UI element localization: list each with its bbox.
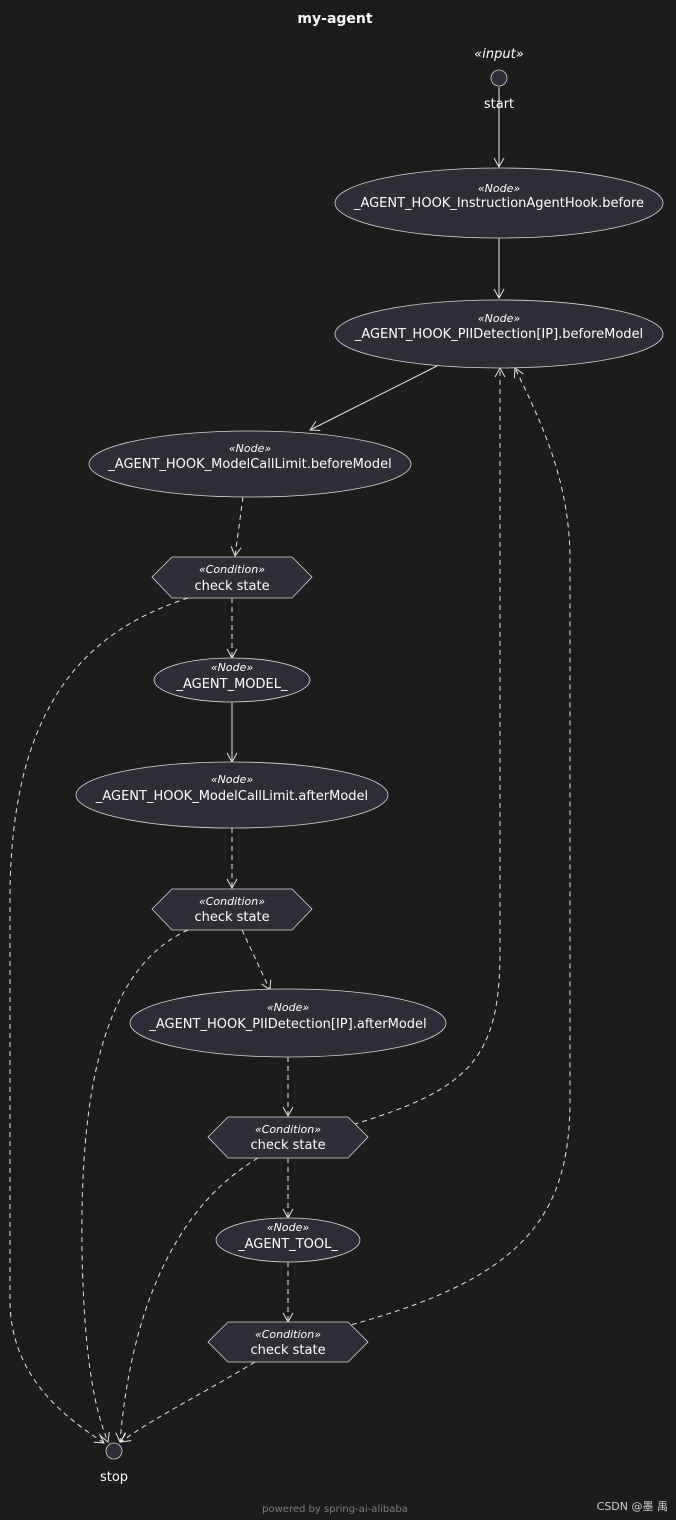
start-label: start <box>484 97 514 112</box>
edge-c2-to-n6 <box>241 929 272 991</box>
node-label: _AGENT_HOOK_ModelCallLimit.afterModel <box>95 789 368 804</box>
condition-stereotype: «Condition» <box>255 1123 321 1136</box>
node-stereotype: «Node» <box>211 661 253 674</box>
condition-c4: «Condition» check state <box>207 1321 369 1363</box>
condition-hexagon <box>151 888 313 931</box>
edge-c1-to-stop <box>9 597 189 1444</box>
condition-c2: «Condition» check state <box>151 888 313 931</box>
stop-circle <box>105 1442 123 1460</box>
node-n2: «Node» _AGENT_HOOK_PIIDetection[IP].befo… <box>334 299 664 369</box>
edge-c4-to-stop <box>120 1361 256 1443</box>
condition-label: check state <box>250 1138 325 1153</box>
condition-stereotype: «Condition» <box>255 1328 321 1341</box>
node-label: _AGENT_HOOK_PIIDetection[IP].beforeModel <box>354 327 643 342</box>
edge-c3-to-n2 <box>344 366 506 1128</box>
node-label: _AGENT_HOOK_ModelCallLimit.beforeModel <box>107 457 391 472</box>
edges <box>9 87 571 1444</box>
node-ellipse <box>75 761 389 829</box>
node-n5: «Node» _AGENT_HOOK_ModelCallLimit.afterM… <box>75 761 389 829</box>
node-ellipse <box>215 1217 361 1263</box>
node-ellipse <box>153 657 311 703</box>
condition-label: check state <box>194 579 269 594</box>
node-ellipse <box>88 430 412 498</box>
node-ellipse <box>334 299 664 369</box>
node-stereotype: «Node» <box>267 1001 309 1014</box>
start-circle <box>490 69 508 87</box>
node-n3: «Node» _AGENT_HOOK_ModelCallLimit.before… <box>88 430 412 498</box>
start-node: «input» start <box>474 47 524 112</box>
node-n1: «Node» _AGENT_HOOK_InstructionAgentHook.… <box>334 167 664 239</box>
condition-stereotype: «Condition» <box>199 895 265 908</box>
node-ellipse <box>334 167 664 239</box>
edge-c4-to-n2 <box>342 367 571 1328</box>
condition-label: check state <box>194 910 269 925</box>
edge-c3-to-stop <box>115 1157 259 1444</box>
edge-n2-to-n3 <box>309 365 438 431</box>
condition-c3: «Condition» check state <box>207 1116 369 1159</box>
node-stereotype: «Node» <box>211 773 253 786</box>
condition-hexagon <box>207 1116 369 1159</box>
node-n7: «Node» _AGENT_TOOL_ <box>215 1217 361 1263</box>
start-stereotype: «input» <box>474 47 524 62</box>
node-n4: «Node» _AGENT_MODEL_ <box>153 657 311 703</box>
edge-n3-to-c1 <box>230 496 244 558</box>
condition-stereotype: «Condition» <box>199 563 265 576</box>
footer-credit: powered by spring-ai-alibaba <box>262 1504 408 1515</box>
node-ellipse <box>129 988 447 1058</box>
node-stereotype: «Node» <box>478 312 520 325</box>
diagram-title: my-agent <box>297 11 372 27</box>
stop-node: stop <box>100 1442 128 1485</box>
watermark: CSDN @墨 禹 <box>597 1500 668 1513</box>
condition-hexagon <box>151 556 313 599</box>
node-stereotype: «Node» <box>478 182 520 195</box>
edge-c2-to-stop <box>81 929 189 1443</box>
condition-c1: «Condition» check state <box>151 556 313 599</box>
condition-hexagon <box>207 1321 369 1363</box>
node-stereotype: «Node» <box>267 1221 309 1234</box>
node-label: _AGENT_TOOL_ <box>237 1237 338 1252</box>
node-stereotype: «Node» <box>229 442 271 455</box>
node-label: _AGENT_MODEL_ <box>175 677 288 692</box>
node-label: _AGENT_HOOK_InstructionAgentHook.before <box>353 196 644 211</box>
node-n6: «Node» _AGENT_HOOK_PIIDetection[IP].afte… <box>129 988 447 1058</box>
stop-label: stop <box>100 1470 128 1485</box>
condition-label: check state <box>250 1343 325 1358</box>
node-label: _AGENT_HOOK_PIIDetection[IP].afterModel <box>148 1017 426 1032</box>
